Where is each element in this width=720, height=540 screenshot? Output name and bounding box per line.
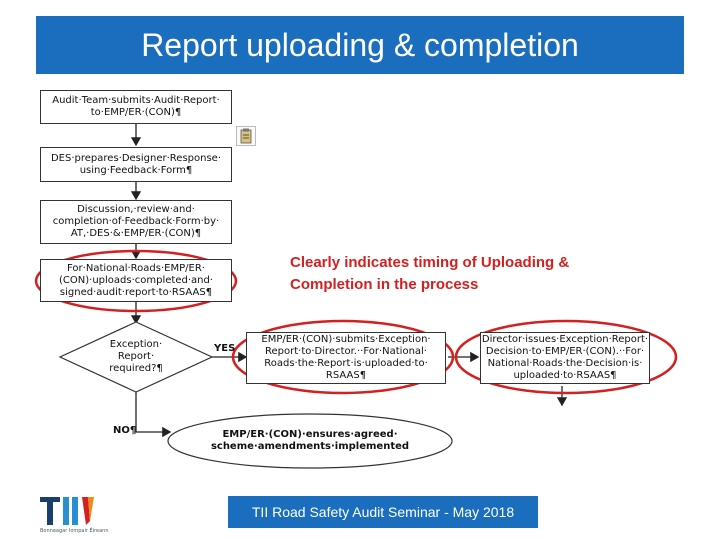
clipboard-icon [236, 126, 256, 146]
decision-diamond [58, 321, 214, 393]
arrow-director-final [562, 386, 638, 443]
callout-text: Clearly indicates timing of Uploading & … [290, 252, 650, 296]
logo-subtext: Bonneagar Iompair Éireann [40, 528, 109, 534]
flow-box-discussion: Discussion,·review·and· completion·of·Fe… [40, 200, 232, 244]
tii-logo [40, 497, 94, 525]
final-ellipse [167, 413, 453, 469]
highlight-ellipse-submit [231, 319, 455, 395]
highlight-ellipse-director [454, 319, 678, 395]
footer-text: TII Road Safety Audit Seminar - May 2018 [251, 504, 515, 520]
slide-title: Report uploading & completion [141, 26, 579, 63]
title-bar: Report uploading & completion [36, 16, 684, 74]
flow-box-director-decision: Director·issues·Exception·Report· Decisi… [480, 332, 650, 384]
flow-box-upload-report: For·National·Roads·EMP/ER· (CON)·uploads… [40, 259, 232, 302]
final-ellipse-text: EMP/ER·(CON)·ensures·agreed· scheme·amen… [210, 429, 410, 452]
no-label: NO¶ [113, 425, 137, 436]
callout-line-2: Completion in the process [290, 276, 479, 293]
flow-box-designer-response: DES·prepares·Designer·Response· using·Fe… [40, 147, 232, 182]
highlight-ellipse-upload [34, 249, 238, 313]
decision-text: Exception· Report· required?¶ [109, 339, 163, 374]
flow-box-submit-exception: EMP/ER·(CON)·submits·Exception· Report·t… [246, 332, 446, 384]
yes-label: YES [214, 343, 236, 354]
footer-bar: TII Road Safety Audit Seminar - May 2018 [228, 496, 538, 528]
arrow-no [135, 390, 172, 438]
flow-box-audit-submit: Audit·Team·submits·Audit·Report· to·EMP/… [40, 90, 232, 124]
callout-line-1: Clearly indicates timing of Uploading & [290, 254, 570, 271]
